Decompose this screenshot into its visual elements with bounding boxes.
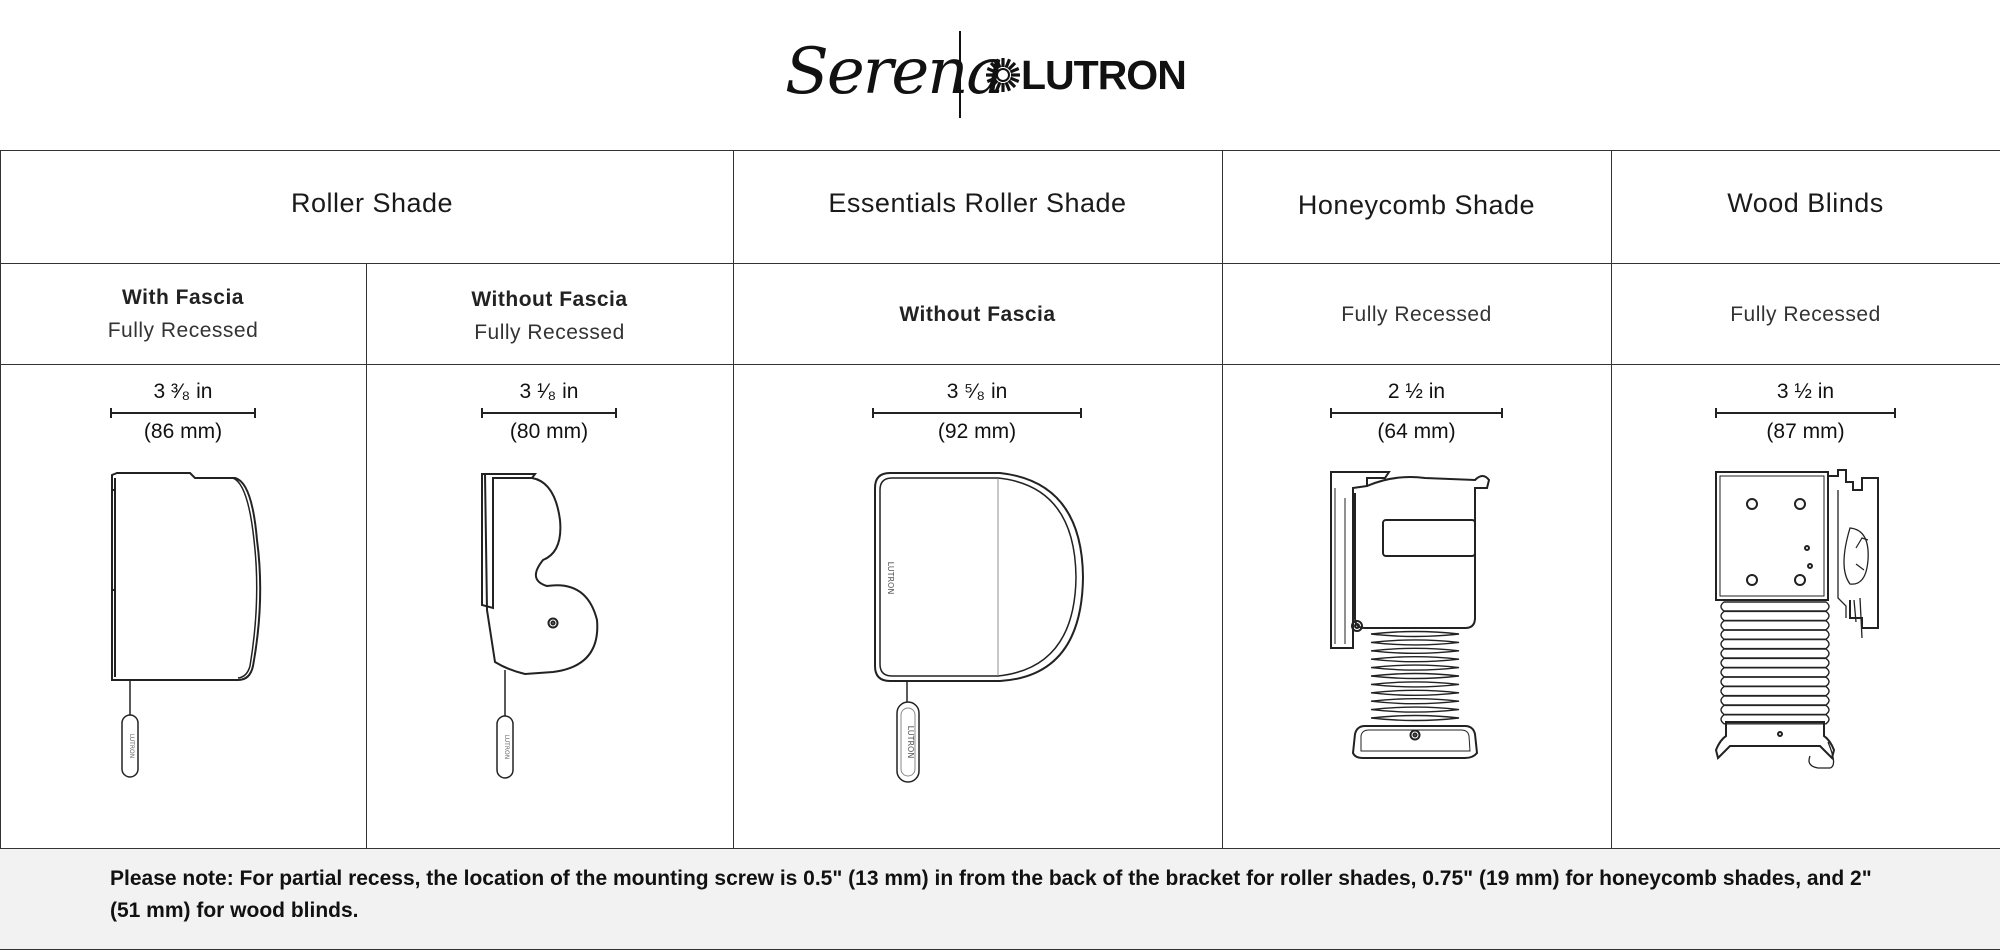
lutron-logo: LUTRON [985, 52, 1211, 98]
column-divider-1 [733, 150, 734, 848]
variant-mount-with-fascia: Fully Recessed [107, 319, 259, 342]
variant-name-without-fascia: Without Fascia [471, 288, 628, 311]
serena-logo: Serena [785, 22, 1005, 122]
product-comparison-table: Roller Shade Essentials Roller Shade Hon… [0, 150, 2000, 951]
partial-recess-note-text: Please note: For partial recess, the loc… [110, 867, 1872, 922]
dim-in-essentials: 3 ⁵⁄₈ in [946, 380, 1008, 403]
dim-in-roller-no-fascia: 3 ¹⁄₈ in [519, 380, 579, 403]
lutron-sun-icon [986, 58, 1020, 92]
table-left-border [0, 150, 1, 848]
essentials-roller-shade-illustration: LUTRON LUTRON [874, 472, 1085, 783]
pull-logo-text: LUTRON [906, 726, 915, 759]
dim-mm-essentials: (92 mm) [937, 420, 1017, 443]
variant-mount-without-fascia: Fully Recessed [474, 321, 625, 344]
pull-logo-text: LUTRON [503, 735, 510, 759]
roller-variant-divider [366, 263, 367, 848]
dim-mm-roller-no-fascia: (80 mm) [509, 420, 589, 443]
logo-divider [959, 31, 961, 118]
subheader-row-divider [0, 364, 2000, 365]
dim-bar-wood-blinds [1715, 408, 1896, 418]
dim-in-honeycomb: 2 ½ in [1387, 380, 1446, 403]
dim-in-wood-blinds: 3 ½ in [1776, 380, 1835, 403]
wood-blinds-illustration [1714, 469, 1879, 769]
variant-mount-wood-blinds: Fully Recessed [1730, 303, 1881, 326]
column-divider-3 [1611, 150, 1612, 848]
col-title-roller-shade: Roller Shade [290, 188, 454, 218]
header-row-divider [0, 263, 2000, 264]
brand-header: Serena LUTRON [0, 0, 2000, 150]
partial-recess-note: Please note: For partial recess, the loc… [0, 848, 2000, 950]
dim-bar-roller-no-fascia [481, 408, 617, 418]
dim-mm-roller-fascia: (86 mm) [143, 420, 223, 443]
variant-name-essentials: Without Fascia [899, 303, 1056, 326]
col-title-wood-blinds: Wood Blinds [1727, 188, 1884, 218]
essentials-logo-text: LUTRON [886, 562, 895, 595]
dim-bar-honeycomb [1330, 408, 1503, 418]
pull-logo-text: LUTRON [128, 734, 135, 758]
dim-bar-roller-fascia [110, 408, 256, 418]
variant-mount-honeycomb: Fully Recessed [1341, 303, 1492, 326]
dim-mm-wood-blinds: (87 mm) [1766, 420, 1845, 443]
col-title-essentials-roller-shade: Essentials Roller Shade [828, 188, 1127, 218]
lutron-wordmark: LUTRON [1021, 52, 1187, 98]
serena-wordmark: Serena [785, 35, 1005, 109]
table-top-border [0, 150, 2000, 151]
dim-bar-essentials [872, 408, 1082, 418]
roller-shade-with-fascia-illustration: LUTRON [111, 472, 262, 778]
col-title-honeycomb-shade: Honeycomb Shade [1297, 190, 1536, 220]
variant-name-with-fascia: With Fascia [121, 286, 244, 309]
dim-mm-honeycomb: (64 mm) [1377, 420, 1456, 443]
column-divider-2 [1222, 150, 1223, 848]
roller-shade-without-fascia-illustration: LUTRON [481, 473, 599, 779]
dim-in-roller-fascia: 3 ³⁄₈ in [153, 380, 213, 403]
honeycomb-shade-illustration [1330, 471, 1491, 759]
